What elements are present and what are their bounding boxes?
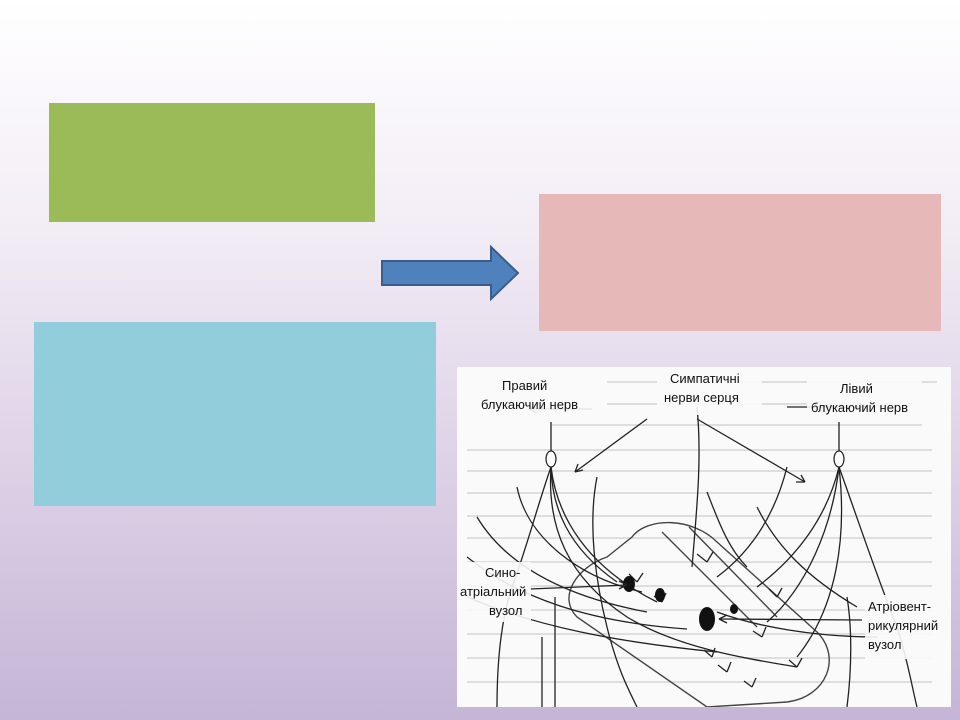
green-box (49, 103, 375, 222)
right-vagus-label-line2: блукаючий нерв (481, 397, 578, 412)
heart-outline (568, 521, 830, 707)
sympathetic-label-line2: нерви серця (664, 390, 739, 405)
av-node-label-line2: рикулярний (868, 618, 938, 633)
left-vagus-label-line2: блукаючий нерв (811, 400, 908, 415)
nerve-fibers (466, 406, 918, 707)
sa-node-label-line1: Сино- (485, 565, 520, 580)
nodes (623, 576, 738, 631)
blue-box (34, 322, 436, 506)
av-node-label-line3: вузол (868, 637, 901, 652)
right-arrow-icon (381, 244, 520, 302)
ganglia (545, 450, 845, 468)
figure-labels: Правий блукаючий нерв Симпатичні нерви с… (459, 367, 949, 659)
sa-node-label-line2: атріальний (460, 584, 526, 599)
sa-node-label-line3: вузол (489, 603, 522, 618)
av-node-label-line1: Атріовент- (868, 599, 931, 614)
right-vagus-label-line1: Правий (502, 378, 547, 393)
left-vagus-label-line1: Лівий (840, 381, 873, 396)
pink-box (539, 194, 941, 331)
heart-innervation-figure: Правий блукаючий нерв Симпатичні нерви с… (457, 367, 951, 707)
sympathetic-label-line1: Симпатичні (670, 371, 740, 386)
pointer-arrows (528, 402, 868, 624)
